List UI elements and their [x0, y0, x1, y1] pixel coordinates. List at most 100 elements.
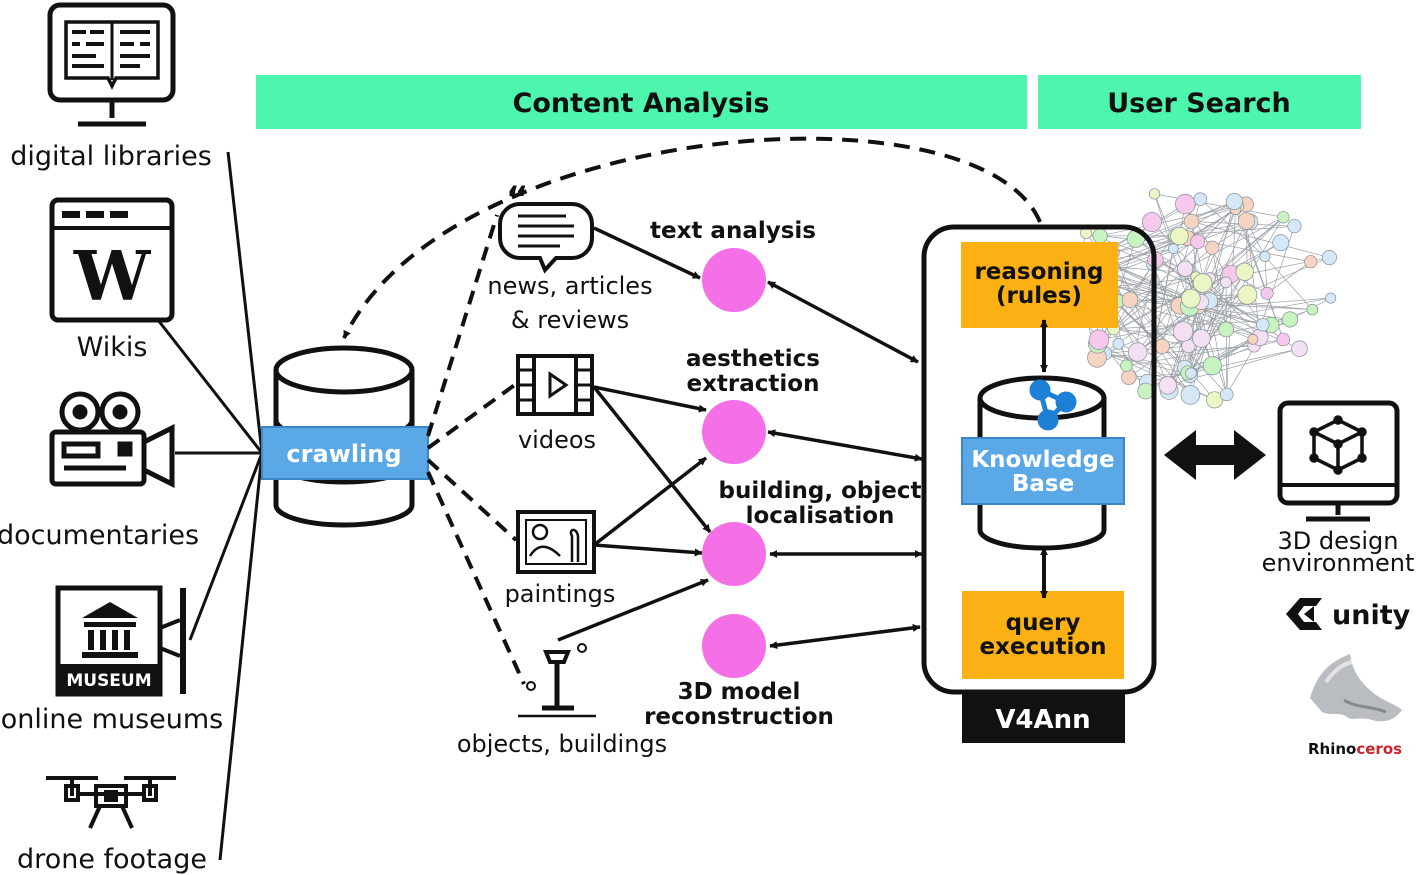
kg-node: [1287, 219, 1302, 234]
kg-node: [1167, 243, 1179, 255]
media-to-analysis-arrows: [557, 226, 712, 642]
v4ann-title: V4Ann: [995, 705, 1090, 735]
env-label-2: environment: [1262, 549, 1415, 577]
kg-edge: [1225, 282, 1228, 395]
3d-design-monitor-icon: [1277, 400, 1400, 522]
kg-edge: [1246, 220, 1248, 295]
media-label-news: news, articles: [487, 272, 652, 300]
kg-node: [1192, 329, 1211, 348]
kg-node: [1121, 369, 1137, 385]
kg-edge: [1246, 220, 1261, 338]
kg-node: [1148, 188, 1161, 200]
media-label-objects: objects, buildings: [457, 730, 667, 758]
content-analysis-banner: Content Analysis: [256, 75, 1027, 129]
kg-node: [1183, 213, 1200, 230]
kg-edge: [1199, 297, 1331, 309]
kg-node: [1218, 321, 1235, 338]
unity-wordmark: unity: [1332, 600, 1411, 631]
kg-edge: [1200, 198, 1266, 257]
source-label-digital-libraries: digital libraries: [10, 141, 212, 172]
kg-node: [1220, 276, 1232, 289]
kg-node: [1192, 273, 1213, 293]
kg-node: [1237, 212, 1256, 230]
kg-edge: [1211, 247, 1227, 330]
kg-node: [1112, 337, 1125, 350]
analysis-label-aesthetics-2: extraction: [687, 371, 820, 397]
query-label-1: query: [1006, 610, 1081, 636]
reasoning-label-2: (rules): [996, 283, 1082, 309]
kb-label-1: Knowledge: [971, 447, 1114, 473]
media-label-reviews: & reviews: [511, 306, 629, 334]
kg-edge: [1098, 297, 1331, 341]
kg-edge: [1129, 299, 1313, 310]
kg-node: [1092, 228, 1108, 244]
kg-node: [1088, 329, 1110, 350]
reasoning-module: reasoning (rules): [961, 242, 1118, 328]
kb-label-2: Base: [1012, 471, 1074, 497]
kg-node: [1225, 192, 1243, 210]
query-label-2: execution: [979, 634, 1106, 660]
kg-node: [1291, 340, 1308, 357]
kg-node: [1325, 292, 1337, 304]
kg-node: [1128, 342, 1148, 362]
kg-node: [1304, 255, 1318, 269]
localisation-node: [702, 522, 766, 586]
kg-edge: [1145, 235, 1176, 392]
museum-badge: MUSEUM: [66, 671, 151, 691]
kg-node: [1121, 291, 1139, 308]
museum-icon: MUSEUM: [55, 585, 186, 697]
query-execution-module: query execution: [962, 591, 1124, 679]
kg-edge: [1100, 206, 1237, 237]
kg-node: [1321, 249, 1337, 266]
kg-edge: [1113, 252, 1169, 386]
kg-node: [1170, 226, 1189, 246]
kg-node: [1260, 286, 1274, 300]
share-network-icon: [1029, 379, 1077, 431]
kg-node: [1256, 318, 1270, 332]
source-label-online-museums: online museums: [1, 704, 224, 735]
rhino-wordmark-b: ceros: [1356, 740, 1402, 758]
news-quote-icon: “: [498, 179, 594, 274]
svg-text:Rhinoceros: Rhinoceros: [1308, 740, 1402, 758]
v4ann-system: V4Ann: [921, 224, 1157, 743]
kg-edge: [1167, 247, 1213, 386]
kg-edge: [1202, 216, 1284, 284]
kg-edge: [1187, 339, 1254, 374]
kg-edge: [1191, 221, 1330, 258]
kg-node: [1272, 234, 1290, 252]
user-search-title: User Search: [1107, 88, 1291, 119]
digital-library-icon: [47, 2, 176, 127]
kg-node: [1282, 311, 1299, 328]
v4ann-to-3d-env-arrow: [1164, 430, 1266, 480]
film-camera-icon: [49, 391, 175, 489]
kg-edge: [1104, 353, 1185, 368]
source-label-drone-footage: drone footage: [17, 844, 207, 875]
analysis-to-v4ann-arrows: [767, 280, 923, 650]
painting-icon: [516, 510, 596, 574]
kg-edge: [1226, 209, 1236, 395]
rhino-wordmark-a: Rhino: [1308, 740, 1356, 758]
kg-edge: [1155, 259, 1263, 326]
crawl-to-media-links: [426, 214, 526, 685]
kg-edge: [1135, 225, 1295, 240]
kg-edge: [1184, 339, 1284, 368]
kg-edge: [1117, 300, 1227, 330]
kg-node: [1120, 359, 1133, 372]
kg-edge: [1189, 217, 1284, 375]
kg-node: [1277, 211, 1290, 224]
kg-edge: [1182, 241, 1199, 332]
rhino-logo-icon: Rhinoceros: [1308, 654, 1402, 758]
source-connectors: [156, 151, 264, 861]
object-tower-icon: [518, 643, 596, 718]
analysis-label-localisation-1: building, object: [719, 478, 922, 504]
media-label-videos: videos: [518, 426, 596, 454]
kg-edge: [1152, 264, 1192, 374]
analysis-nodes: [702, 248, 766, 678]
kg-node: [1175, 193, 1196, 215]
kg-edge: [1154, 193, 1284, 218]
kg-edge: [1184, 294, 1248, 368]
kg-node: [1237, 284, 1258, 305]
wiki-browser-icon: W: [49, 197, 175, 323]
kg-edge: [1266, 261, 1311, 294]
